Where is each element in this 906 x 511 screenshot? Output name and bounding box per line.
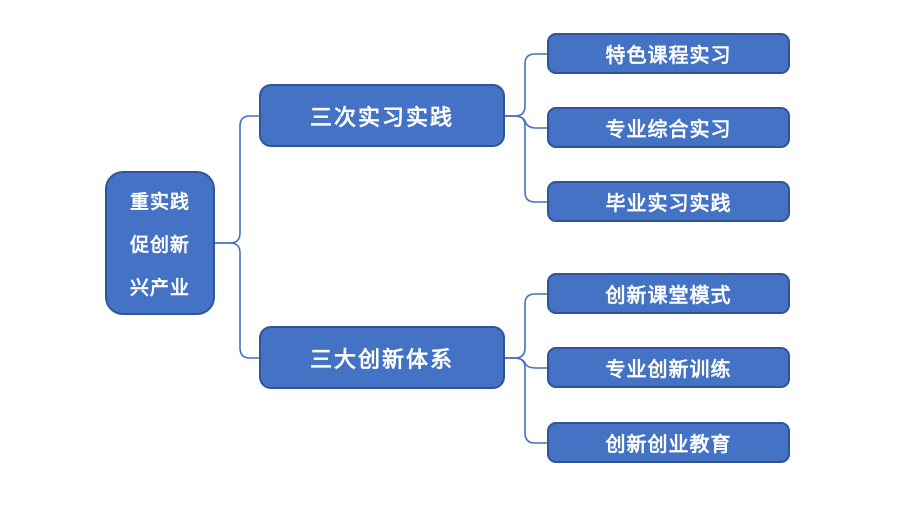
node-leaf-classroom-model: 创新课堂模式 xyxy=(547,273,790,314)
connector-branch1-leaf3 xyxy=(504,115,548,203)
node-leaf-comprehensive-internship: 专业综合实习 xyxy=(547,107,790,148)
node-branch-internship: 三次实习实践 xyxy=(259,84,505,147)
node-leaf-graduation-internship: 毕业实习实践 xyxy=(547,181,790,222)
connector-branch1-leaf1 xyxy=(504,53,548,117)
connector-root-branch-2 xyxy=(214,242,260,359)
node-root: 重实践 促创新 兴产业 xyxy=(105,171,215,315)
node-root-line-1: 重实践 xyxy=(129,191,190,213)
connector-branch2-leaf4 xyxy=(504,293,548,359)
node-root-line-3: 兴产业 xyxy=(129,277,190,299)
node-leaf-course-internship: 特色课程实习 xyxy=(547,33,790,74)
connector-branch2-leaf6 xyxy=(504,357,548,444)
connector-branch2-leaf5 xyxy=(504,357,548,369)
connector-branch1-leaf2 xyxy=(504,115,548,129)
node-leaf-entrepreneurship-education: 创新创业教育 xyxy=(547,422,790,463)
node-leaf-innovation-training: 专业创新训练 xyxy=(547,347,790,388)
node-branch-innovation: 三大创新体系 xyxy=(259,326,505,389)
node-root-line-2: 促创新 xyxy=(129,234,190,256)
connector-root-branch-1 xyxy=(214,115,260,244)
